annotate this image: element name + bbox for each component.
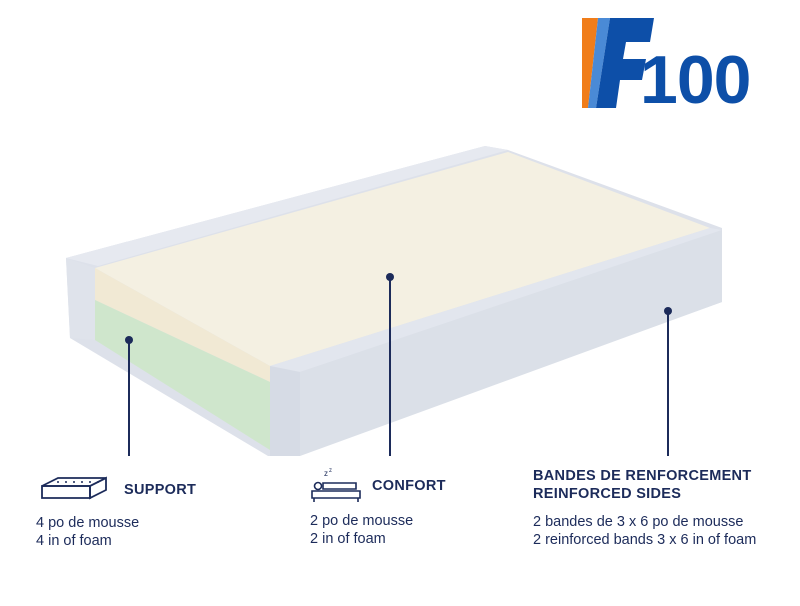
support-title: SUPPORT xyxy=(124,482,197,498)
reinforced-sides-title-fr: BANDES DE RENFORCEMENT xyxy=(533,468,752,484)
support-line-fr: 4 po de mousse xyxy=(36,515,140,531)
confort-line-fr: 2 po de mousse xyxy=(310,513,414,529)
f100-logo xyxy=(582,18,654,108)
back-reinforced-band xyxy=(66,146,508,266)
mattress-illustration xyxy=(66,146,722,456)
front-band-corner xyxy=(270,366,300,456)
logo-light-stripe xyxy=(588,18,610,108)
comfort-layer-edge xyxy=(95,268,270,382)
confort-line-en: 2 in of foam xyxy=(310,531,386,547)
sides-callout-dot xyxy=(664,307,672,315)
front-band-top xyxy=(270,228,722,372)
left-band-face xyxy=(66,258,95,340)
comfort-layer-top xyxy=(95,152,710,366)
reinforced-sides-line-fr: 2 bandes de 3 x 6 po de mousse xyxy=(533,514,744,530)
support-header: SUPPORT xyxy=(36,476,196,504)
confort-section: z z CONFORT 2 po de mousse 2 in of foam xyxy=(310,466,446,548)
reinforced-sides-line-en: 2 reinforced bands 3 x 6 in of foam xyxy=(533,532,757,548)
support-section: SUPPORT 4 po de mousse 4 in of foam xyxy=(36,476,196,550)
confort-callout-dot xyxy=(386,273,394,281)
support-callout-dot xyxy=(125,336,133,344)
front-band-face xyxy=(300,230,722,456)
logo-number: 100 xyxy=(640,42,751,118)
logo-orange-stripe xyxy=(582,18,598,108)
bed-icon: z z xyxy=(311,468,361,502)
confort-header: z z CONFORT xyxy=(310,466,446,506)
svg-text:z: z xyxy=(324,469,328,478)
reinforced-sides-header: BANDES DE RENFORCEMENT REINFORCED SIDES xyxy=(533,467,756,503)
reinforced-sides-title-en: REINFORCED SIDES xyxy=(533,486,682,502)
support-line-en: 4 in of foam xyxy=(36,533,112,549)
reinforced-sides-section: BANDES DE RENFORCEMENT REINFORCED SIDES … xyxy=(533,467,756,549)
foam-block-icon xyxy=(41,476,107,500)
svg-text:z: z xyxy=(329,468,332,474)
confort-title: CONFORT xyxy=(372,478,446,494)
support-foam-layer xyxy=(95,300,270,450)
logo-f-letter xyxy=(596,18,654,108)
